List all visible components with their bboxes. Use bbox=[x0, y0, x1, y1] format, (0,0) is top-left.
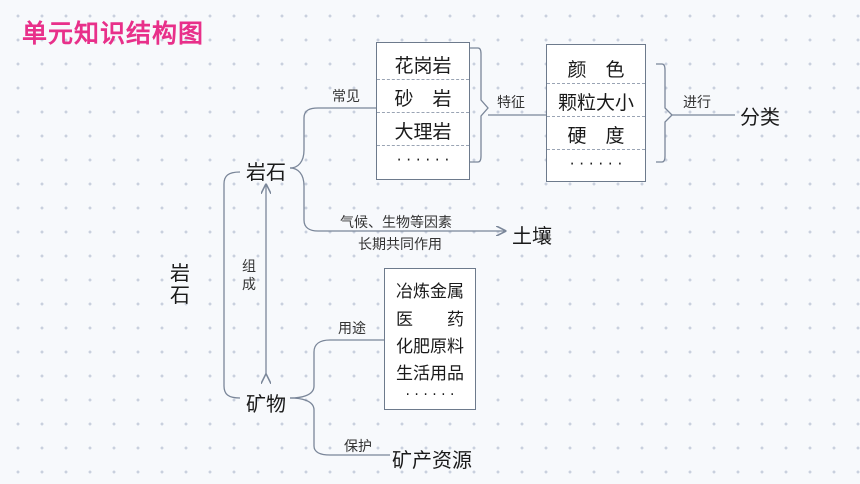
label-perform: 进行 bbox=[683, 95, 711, 111]
rock-type-item: 砂 岩 bbox=[394, 88, 452, 110]
rock-types-box: 花岗岩 砂 岩 大理岩 · · · · · · bbox=[376, 42, 470, 180]
uses-box: 冶炼金属 医 药 化肥原料 生活用品 · · · · · · bbox=[384, 268, 476, 410]
label-compose: 组 成 bbox=[242, 259, 256, 293]
label-feature: 特征 bbox=[497, 95, 525, 111]
feature-item: · · · · · · bbox=[569, 155, 623, 173]
features-box: 颜 色 颗粒大小 硬 度 · · · · · · bbox=[546, 44, 646, 182]
rock-to-soil-branch bbox=[289, 167, 505, 231]
use-item: 生活用品 bbox=[396, 364, 464, 384]
label-use: 用途 bbox=[338, 321, 366, 337]
label-protect: 保护 bbox=[344, 439, 372, 455]
feature-box-brace bbox=[656, 63, 673, 163]
label-climate-1: 气候、生物等因素 bbox=[340, 215, 452, 231]
rock-box-brace bbox=[470, 47, 489, 163]
node-mineral-resource: 矿产资源 bbox=[392, 448, 472, 472]
rock-type-item: · · · · · · bbox=[396, 151, 450, 169]
feature-item: 颗粒大小 bbox=[557, 92, 634, 114]
use-item: · · · · · · bbox=[405, 387, 455, 403]
use-item: 化肥原料 bbox=[396, 337, 464, 357]
rock-type-item: 花岗岩 bbox=[394, 55, 452, 77]
rock-bracket bbox=[289, 107, 378, 169]
node-classify: 分类 bbox=[740, 105, 780, 129]
root-bracket bbox=[223, 171, 241, 399]
mineral-to-resource bbox=[289, 397, 390, 456]
node-soil: 土壤 bbox=[512, 224, 552, 248]
root-node-rock: 岩 石 bbox=[170, 261, 190, 307]
label-climate-2: 长期共同作用 bbox=[358, 237, 442, 253]
use-item: 冶炼金属 bbox=[396, 282, 464, 302]
feature-item: 硬 度 bbox=[567, 125, 625, 147]
use-item: 医 药 bbox=[396, 310, 464, 330]
page-title: 单元知识结构图 bbox=[22, 19, 205, 48]
label-common: 常见 bbox=[332, 89, 360, 105]
feature-item: 颜 色 bbox=[567, 59, 625, 81]
rock-type-item: 大理岩 bbox=[394, 121, 452, 143]
mineral-bracket bbox=[289, 339, 384, 399]
node-mineral: 矿物 bbox=[246, 392, 286, 416]
node-rock: 岩石 bbox=[246, 160, 286, 184]
